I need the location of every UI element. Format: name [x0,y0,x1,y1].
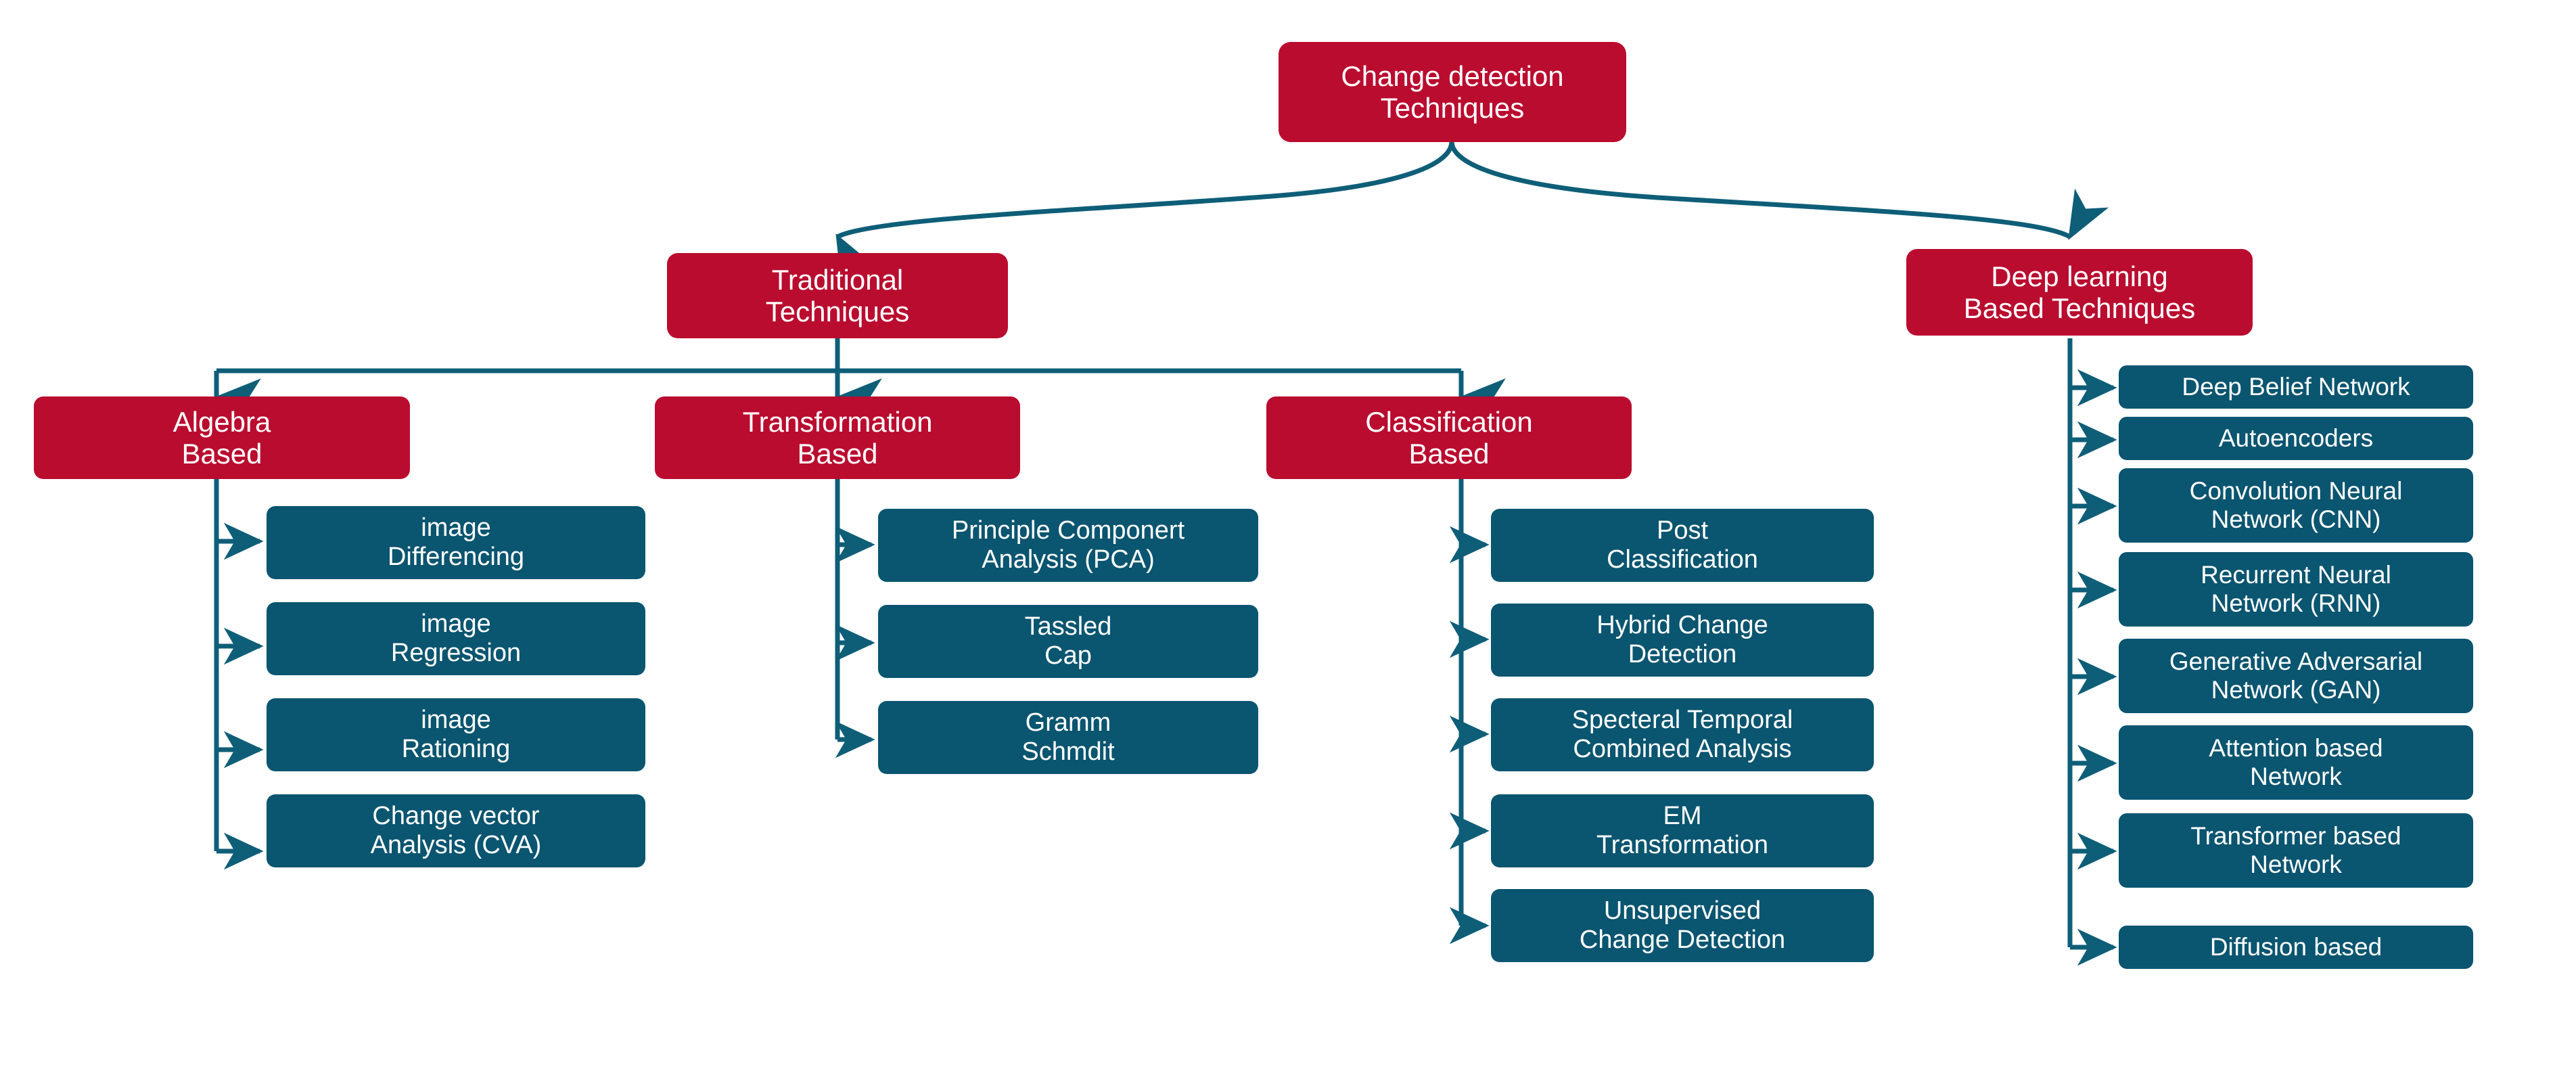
node-label: Recurrent Neural Network (RNN) [2201,561,2391,617]
node-unsupervised-change-detection[interactable]: Unsupervised Change Detection [1491,889,1874,962]
node-classification-based[interactable]: Classification Based [1266,396,1632,479]
transformation-child-connectors [835,479,875,758]
node-label: Diffusion based [2209,933,2383,961]
traditional-bus-connectors [212,338,1506,417]
node-label: Convolution Neural Network (CNN) [2189,477,2403,533]
node-label: Tassled Cap [1024,612,1112,670]
node-specteral-temporal-combined-analysis[interactable]: Specteral Temporal Combined Analysis [1491,698,1874,771]
node-label: Classification Based [1365,405,1533,470]
node-change-vector-analysis[interactable]: Change vector Analysis (CVA) [267,794,645,867]
node-transformer-based-network[interactable]: Transformer based Network [2119,813,2473,888]
node-label: image Differencing [387,514,525,571]
node-label: image Regression [390,610,522,667]
node-label: Deep Belief Network [2182,373,2410,401]
node-transformation-based[interactable]: Transformation Based [655,396,1020,479]
node-deep-learning-based-techniques[interactable]: Deep learning Based Techniques [1906,249,2253,336]
node-post-classification[interactable]: Post Classification [1491,509,1874,582]
node-diffusion-based[interactable]: Diffusion based [2119,926,2473,969]
node-label: Attention based Network [2209,734,2383,790]
node-label: Transformation Based [742,405,933,470]
node-label: Unsupervised Change Detection [1579,896,1786,954]
node-image-regression[interactable]: image Regression [267,602,645,675]
node-label: image Rationing [401,706,511,763]
node-gramm-schmdit[interactable]: Gramm Schmdit [878,701,1258,774]
node-label: Generative Adversarial Network (GAN) [2169,648,2423,704]
node-label: Algebra Based [172,405,271,470]
root-branch-connectors [835,141,2109,286]
node-hybrid-change-detection[interactable]: Hybrid Change Detection [1491,604,1874,677]
classification-child-connectors [1449,479,1490,945]
node-label: Post Classification [1607,516,1758,574]
node-label: Traditional Techniques [765,263,910,327]
node-image-rationing[interactable]: image Rationing [267,698,645,771]
node-label: Autoencoders [2218,424,2374,453]
node-image-differencing[interactable]: image Differencing [267,506,645,579]
node-autoencoders[interactable]: Autoencoders [2119,417,2473,460]
node-attention-based-network[interactable]: Attention based Network [2119,725,2473,800]
node-traditional-techniques[interactable]: Traditional Techniques [667,253,1008,338]
node-deep-belief-network[interactable]: Deep Belief Network [2119,365,2473,409]
node-label: EM Transformation [1596,802,1769,859]
deeplearning-child-connectors [2067,338,2117,966]
node-generative-adversarial-network[interactable]: Generative Adversarial Network (GAN) [2119,639,2473,713]
node-tassled-cap[interactable]: Tassled Cap [878,605,1258,678]
algebra-child-connectors [214,479,264,870]
node-label: Principle Componert Analysis (PCA) [951,516,1185,574]
node-em-transformation[interactable]: EM Transformation [1491,794,1874,867]
node-label: Gramm Schmdit [1021,708,1115,766]
node-recurrent-neural-network[interactable]: Recurrent Neural Network (RNN) [2119,552,2473,627]
node-label: Hybrid Change Detection [1596,611,1768,668]
node-label: Change vector Analysis (CVA) [370,802,542,859]
node-label: Specteral Temporal Combined Analysis [1571,706,1793,763]
node-label: Deep learning Based Techniques [1963,260,2196,324]
node-label: Change detection Techniques [1341,60,1564,124]
node-principle-component-analysis[interactable]: Principle Componert Analysis (PCA) [878,509,1258,582]
node-label: Transformer based Network [2190,822,2401,878]
node-algebra-based[interactable]: Algebra Based [34,396,410,479]
node-change-detection-techniques[interactable]: Change detection Techniques [1279,42,1626,142]
node-convolution-neural-network[interactable]: Convolution Neural Network (CNN) [2119,468,2473,543]
